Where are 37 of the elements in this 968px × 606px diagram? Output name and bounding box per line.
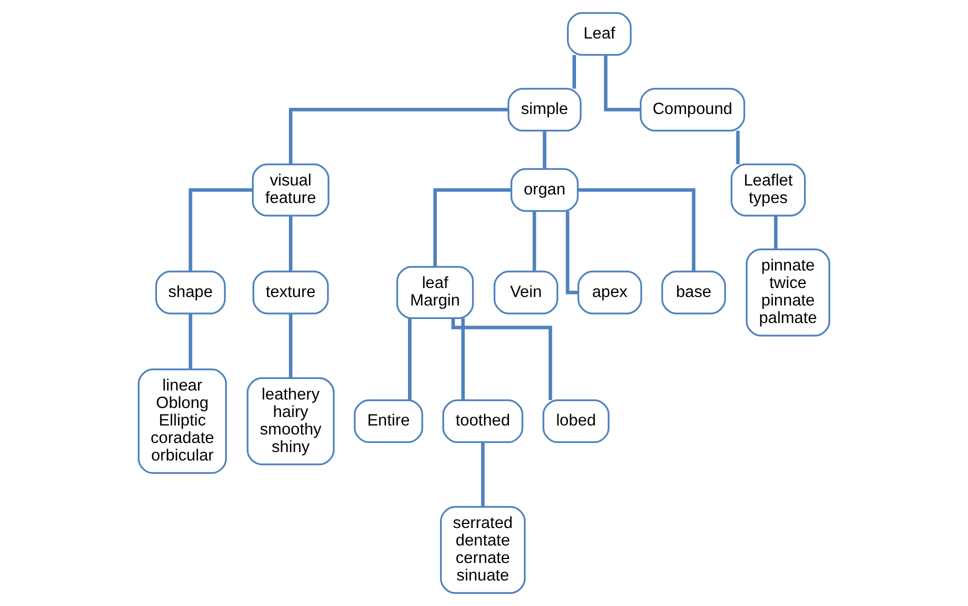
connector	[566, 211, 578, 294]
connector	[542, 130, 546, 169]
node-box: linear Oblong Elliptic coradate orbicular	[138, 368, 227, 474]
node-box: leathery hairy smoothy shiny	[246, 377, 335, 466]
node-box: Compound	[640, 88, 746, 132]
node-box: toothed	[442, 399, 524, 444]
connector	[578, 188, 696, 272]
connector	[481, 442, 485, 507]
node-box: lobed	[542, 399, 610, 444]
node-box: leaf Margin	[396, 266, 474, 320]
connector	[736, 130, 740, 164]
connector	[451, 318, 552, 400]
connector	[408, 318, 412, 400]
node-box: Leaf	[566, 12, 632, 56]
connector	[188, 188, 253, 272]
connector	[461, 318, 465, 400]
connector	[288, 216, 292, 272]
connector	[532, 211, 536, 272]
node-box: pinnate twice pinnate palmate	[746, 248, 830, 336]
connector	[188, 314, 192, 370]
node-box: serrated dentate cernate sinuate	[440, 506, 526, 594]
connector	[604, 55, 640, 112]
node-box: visual feature	[252, 164, 330, 217]
connector	[288, 108, 508, 164]
node-box: simple	[508, 88, 582, 132]
node-box: Entire	[354, 399, 424, 444]
node-box: Vein	[494, 270, 558, 314]
node-box: base	[661, 270, 726, 314]
node-box: texture	[252, 270, 329, 314]
node-box: shape	[155, 270, 226, 314]
connector	[433, 188, 512, 267]
node-box: organ	[510, 168, 579, 212]
node-box: apex	[577, 270, 642, 314]
connector	[288, 314, 292, 378]
node-box: Leaflet types	[730, 164, 806, 217]
connector	[774, 216, 778, 250]
connector	[572, 55, 576, 89]
